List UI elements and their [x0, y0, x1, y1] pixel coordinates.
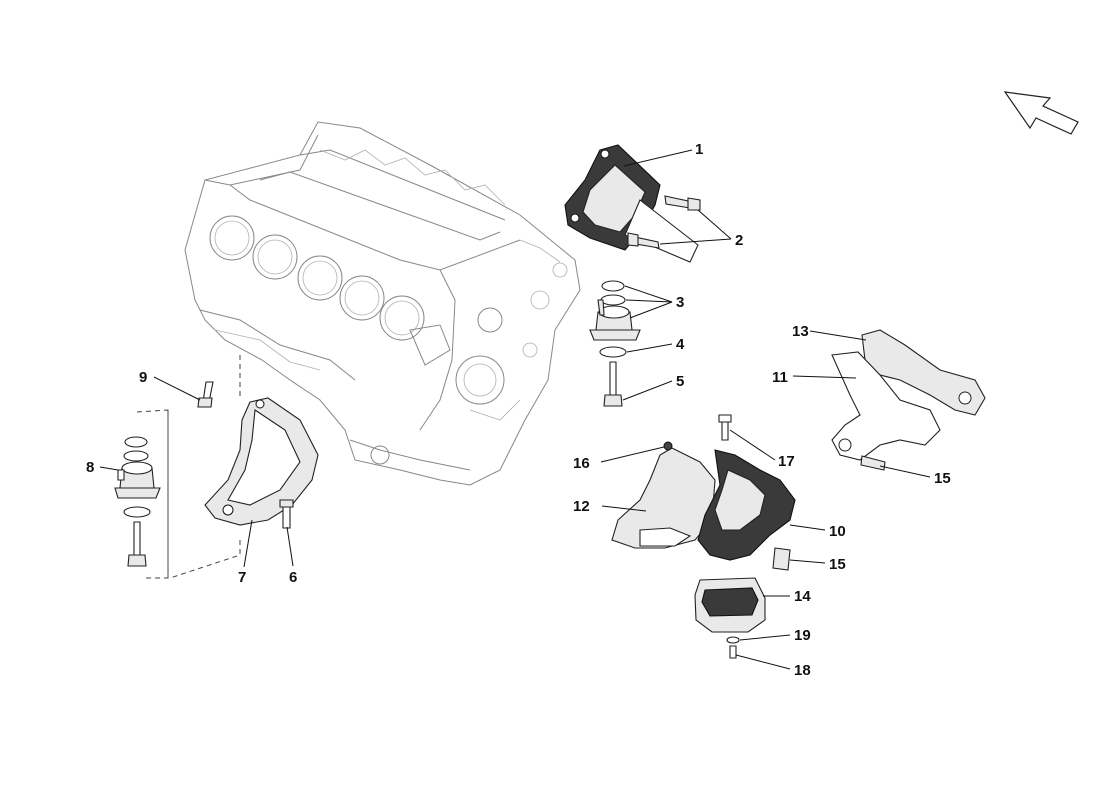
engine-mount-bracket-left [204, 397, 319, 526]
callout-18: 18 [794, 662, 811, 679]
mount-housing-lower [694, 547, 791, 659]
rubber-mount-stack-right [589, 280, 641, 407]
callout-6: 6 [289, 569, 297, 586]
callout-13: 13 [792, 323, 809, 340]
assembly-dashed-lines [136, 355, 241, 579]
bolt-pair [627, 195, 701, 249]
callout-4: 4 [676, 336, 685, 353]
callout-14: 14 [794, 588, 811, 605]
leader-lines [99, 149, 931, 670]
engine-mount-main [697, 414, 796, 561]
callout-8: 8 [86, 459, 94, 476]
bolt-left [197, 381, 294, 529]
arrow-up-left-icon [1003, 91, 1079, 135]
callout-labels: 1 2 3 4 5 6 7 8 9 10 11 12 13 14 15 15 1… [86, 141, 951, 679]
mount-cover-plate [611, 441, 716, 549]
callout-19: 19 [794, 627, 811, 644]
rubber-mount-stack-left [114, 436, 161, 567]
callout-12: 12 [573, 498, 590, 515]
callout-9: 9 [139, 369, 147, 386]
callout-15-upper: 15 [934, 470, 951, 487]
callout-17: 17 [778, 453, 795, 470]
callout-2: 2 [735, 232, 743, 249]
callout-5: 5 [676, 373, 684, 390]
bracket-arm-right [831, 329, 986, 471]
callout-10: 10 [829, 523, 846, 540]
engine-block [184, 121, 581, 486]
callout-1: 1 [695, 141, 703, 158]
callout-16: 16 [573, 455, 590, 472]
callout-3: 3 [676, 294, 684, 311]
callout-7: 7 [238, 569, 246, 586]
engine-mount-bracket-upper [564, 144, 699, 263]
callout-15-lower: 15 [829, 556, 846, 573]
callout-11: 11 [772, 369, 788, 386]
